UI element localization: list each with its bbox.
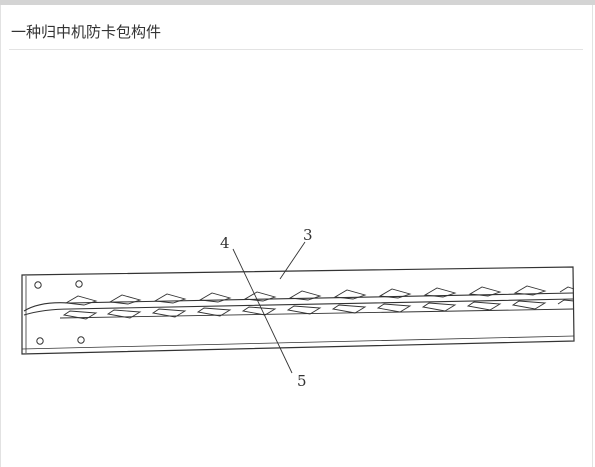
mounting-hole — [77, 336, 85, 344]
tooth — [557, 299, 575, 305]
tooth — [106, 309, 142, 319]
leader-line-3 — [279, 241, 306, 280]
ref-numeral-3: 3 — [303, 226, 313, 244]
patent-drawing-svg: 3 4 5 — [21, 226, 575, 390]
tooth — [108, 294, 142, 305]
patent-drawing: 3 4 5 — [0, 215, 595, 395]
mounting-hole — [34, 281, 42, 289]
tooth — [62, 310, 98, 320]
tooth — [153, 293, 187, 304]
page-title: 一种归中机防卡包构件 — [11, 23, 162, 41]
ref-numeral-5: 5 — [297, 372, 307, 390]
tooth — [286, 305, 322, 315]
tooth — [423, 287, 457, 298]
tooth — [421, 302, 457, 312]
tooth — [288, 290, 322, 301]
tooth — [513, 285, 547, 296]
tooth — [241, 306, 277, 316]
tooth — [466, 301, 502, 311]
tooth — [378, 288, 412, 299]
tooth — [511, 300, 547, 310]
lower-teeth-row — [62, 299, 575, 320]
ref-numeral-4: 4 — [220, 234, 230, 252]
guide-rail-bottom — [23, 298, 574, 316]
tooth — [151, 308, 187, 318]
top-border-strip — [0, 0, 595, 5]
tooth — [333, 289, 367, 300]
plate-bottom-inner-line — [21, 335, 575, 350]
tooth — [559, 286, 575, 293]
upper-teeth-row — [64, 285, 575, 306]
tooth — [468, 286, 502, 297]
title-divider — [9, 49, 583, 50]
mounting-hole — [75, 280, 83, 288]
tooth — [331, 304, 367, 314]
leader-line-4 — [232, 248, 293, 374]
content-panel — [0, 5, 593, 467]
mounting-hole — [36, 337, 44, 345]
tooth — [198, 292, 232, 303]
plate-outline — [21, 266, 575, 355]
guide-rail-base — [59, 308, 574, 319]
tooth — [64, 295, 98, 306]
tooth — [376, 303, 412, 313]
tooth — [196, 307, 232, 317]
